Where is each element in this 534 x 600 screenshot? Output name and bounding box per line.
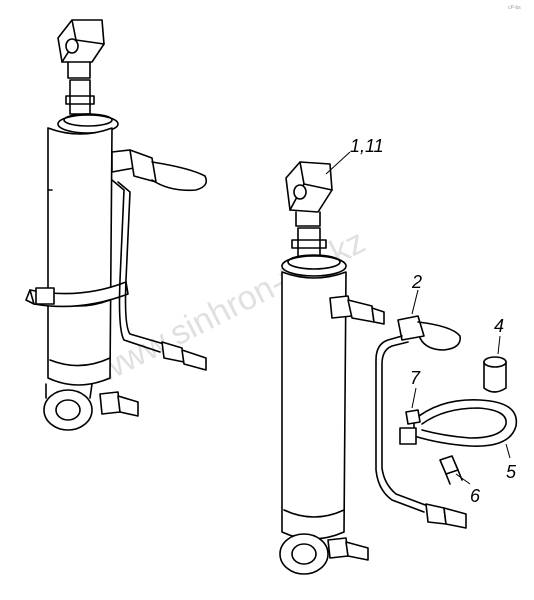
callout-6: 6 <box>470 486 481 506</box>
cylinder-part-1-11 <box>279 161 385 575</box>
callout-5: 5 <box>506 462 517 482</box>
corner-mark: сР-bs <box>508 5 521 11</box>
bolt-part-6 <box>439 455 463 485</box>
callout-1-11: 1,11 <box>350 136 384 156</box>
assembled-cylinder <box>25 19 208 431</box>
spacer-part-4 <box>483 356 507 393</box>
leader-lines <box>325 151 511 485</box>
callout-4: 4 <box>494 316 504 336</box>
nut-part-7 <box>405 409 421 425</box>
tube-assembly-part-2 <box>375 315 467 529</box>
clamp-part-5 <box>399 399 518 447</box>
callout-2: 2 <box>411 272 422 292</box>
callout-7: 7 <box>410 368 421 388</box>
